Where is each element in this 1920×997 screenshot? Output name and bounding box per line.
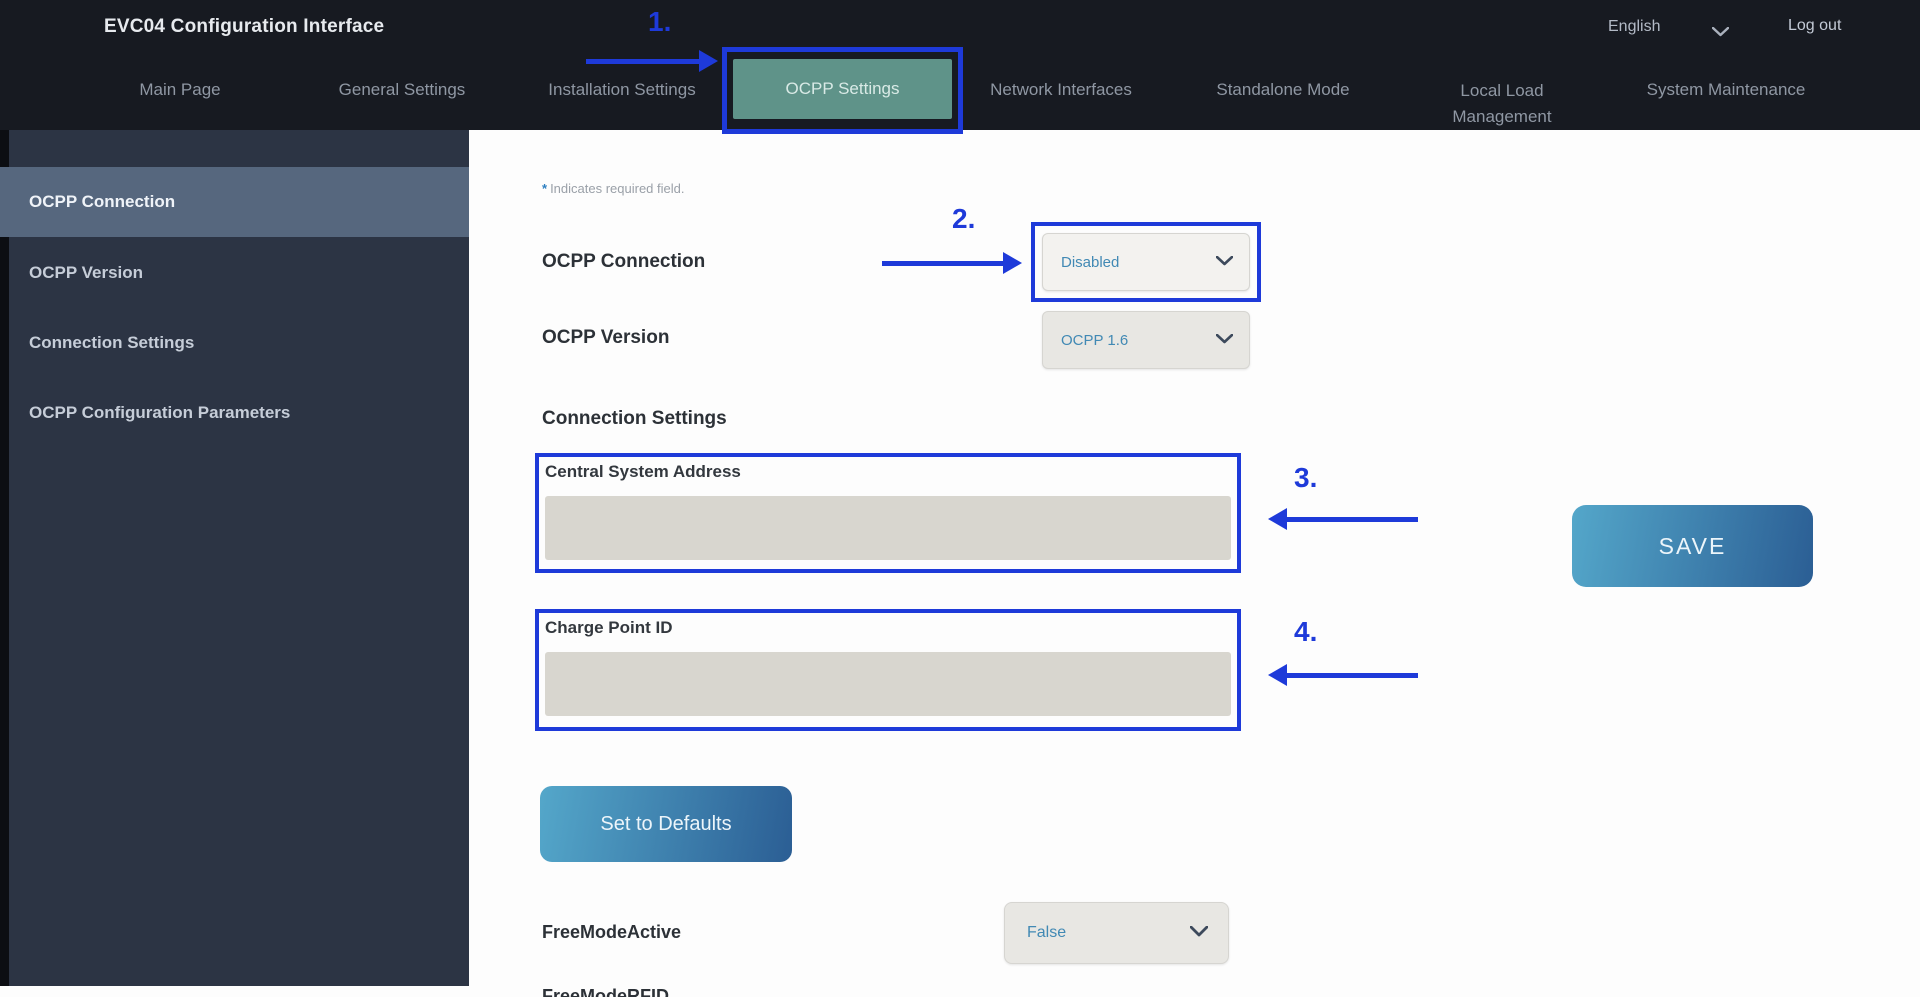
chevron-down-icon <box>1215 253 1234 271</box>
required-field-note: *Indicates required field. <box>542 181 684 196</box>
central-system-address-label: Central System Address <box>545 462 741 481</box>
connection-settings-heading: Connection Settings <box>542 408 727 429</box>
language-selector[interactable]: English <box>1608 18 1661 35</box>
save-button[interactable]: SAVE <box>1572 505 1813 587</box>
sidebar-item-connection-settings[interactable]: Connection Settings <box>29 333 195 352</box>
charge-point-id-label: Charge Point ID <box>545 618 673 637</box>
free-mode-active-label: FreeModeActive <box>542 922 682 942</box>
tab-system-maintenance[interactable]: System Maintenance <box>1646 80 1806 99</box>
ocpp-version-label: OCPP Version <box>542 327 670 348</box>
sidebar-item-ocpp-version[interactable]: OCPP Version <box>29 263 144 282</box>
free-mode-active-dropdown[interactable]: False <box>1004 902 1229 964</box>
tab-main-page[interactable]: Main Page <box>139 80 221 99</box>
tab-installation-settings[interactable]: Installation Settings <box>548 80 696 99</box>
tab-local-load-management[interactable]: Local Load Management <box>1452 81 1552 127</box>
tab-ocpp-settings-active[interactable]: OCPP Settings <box>733 59 952 119</box>
central-system-address-input[interactable] <box>545 496 1231 560</box>
annotation-arrow-left-icon <box>1268 508 1418 530</box>
logout-button[interactable]: Log out <box>1788 17 1842 34</box>
top-navigation-bar: EVC04 Configuration Interface English Lo… <box>0 0 1920 130</box>
annotation-arrow-left-icon <box>1268 664 1418 686</box>
required-asterisk: * <box>542 181 548 196</box>
sidebar-item-ocpp-configuration-parameters[interactable]: OCPP Configuration Parameters <box>29 403 291 422</box>
set-to-defaults-button[interactable]: Set to Defaults <box>540 786 792 862</box>
sidebar: OCPP Connection OCPP Version Connection … <box>0 130 469 986</box>
free-mode-rfid-label: FreeModeRFID <box>542 986 670 997</box>
chevron-down-icon <box>1189 924 1209 942</box>
ocpp-connection-dropdown[interactable]: Disabled <box>1042 233 1250 291</box>
annotation-number-3: 3. <box>1294 462 1318 493</box>
ocpp-version-value: OCPP 1.6 <box>1061 331 1129 349</box>
ocpp-connection-value: Disabled <box>1061 253 1120 271</box>
ocpp-version-dropdown[interactable]: OCPP 1.6 <box>1042 311 1250 369</box>
annotation-arrow-right-icon <box>882 252 1022 274</box>
chevron-down-icon <box>1215 331 1234 349</box>
sidebar-edge-strip <box>0 130 9 986</box>
sidebar-item-ocpp-connection[interactable]: OCPP Connection <box>0 167 469 237</box>
tab-standalone-mode[interactable]: Standalone Mode <box>1216 80 1350 99</box>
tab-general-settings[interactable]: General Settings <box>338 80 466 99</box>
ocpp-connection-label: OCPP Connection <box>542 251 706 272</box>
annotation-number-2: 2. <box>952 203 976 234</box>
free-mode-active-value: False <box>1027 924 1067 941</box>
charge-point-id-input[interactable] <box>545 652 1231 716</box>
page-title: EVC04 Configuration Interface <box>104 16 385 37</box>
required-note-text: Indicates required field. <box>550 181 685 196</box>
tab-network-interfaces[interactable]: Network Interfaces <box>990 80 1132 99</box>
annotation-number-4: 4. <box>1294 616 1318 647</box>
chevron-down-icon[interactable] <box>1711 24 1730 42</box>
